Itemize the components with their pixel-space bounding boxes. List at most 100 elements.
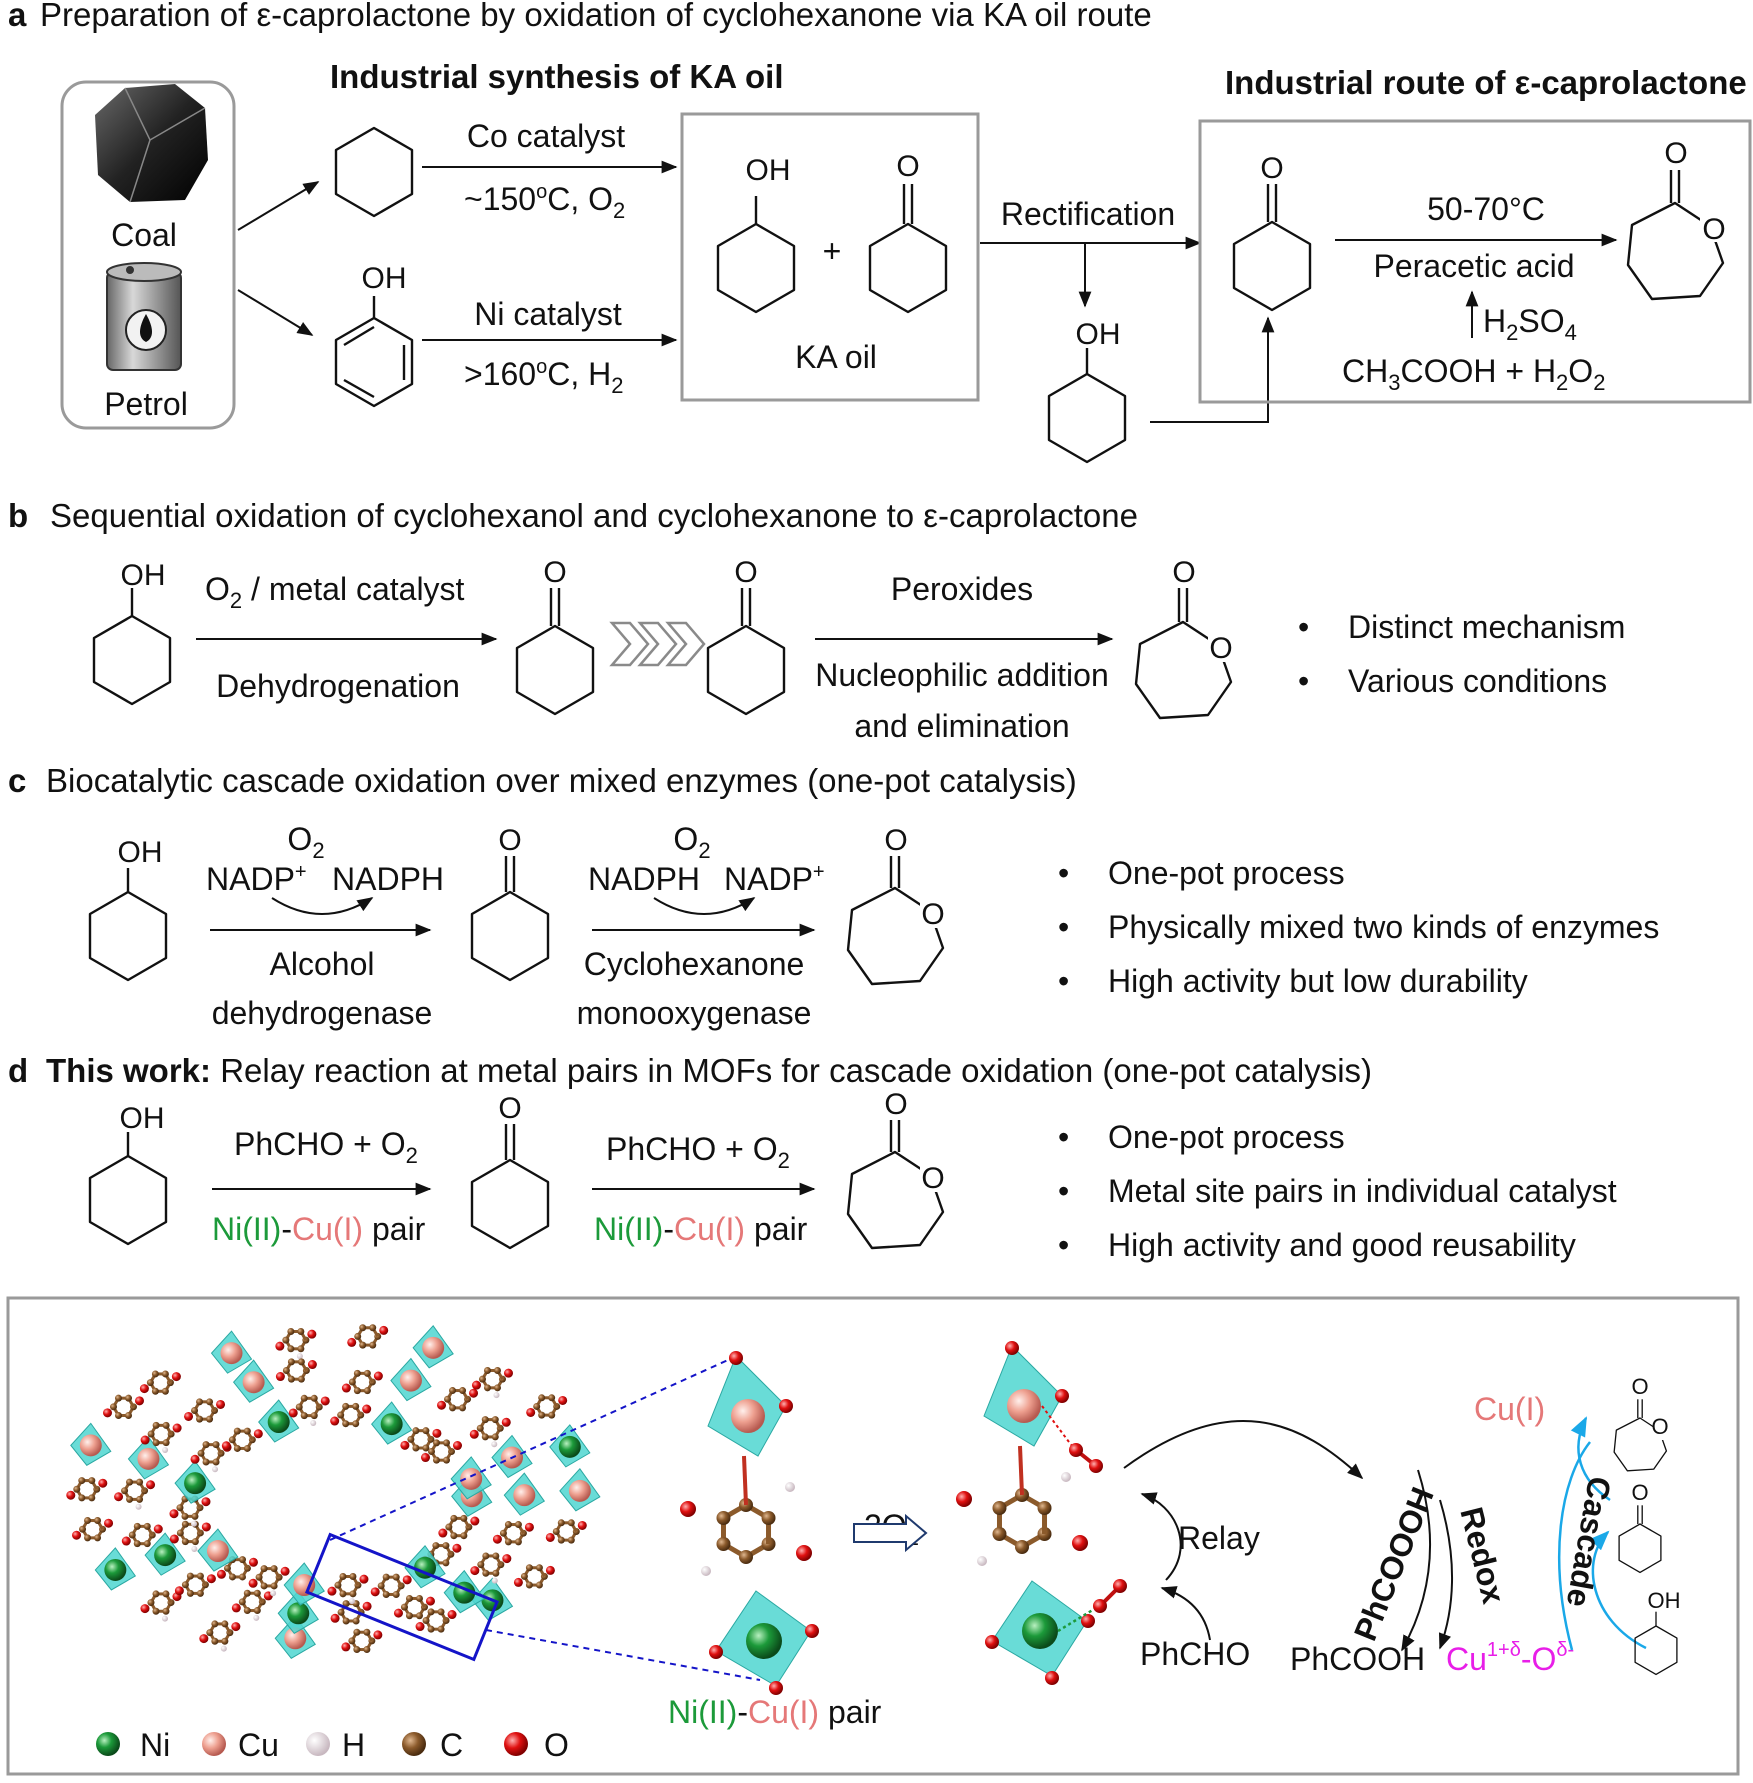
- mof-o-atom: [201, 1497, 211, 1507]
- cascade-cyclohexanone: [1618, 1505, 1662, 1574]
- mof-c-atom: [427, 1625, 435, 1633]
- mof-c-atom: [300, 1412, 308, 1420]
- mof-c-atom: [415, 1612, 423, 1620]
- mof-c-atom: [349, 1590, 357, 1598]
- b-oh: OH: [121, 559, 166, 592]
- b-step1-top: O2 / metal catalyst: [205, 571, 465, 613]
- c-lactone-o2: O: [921, 898, 944, 931]
- mof-h-atom: [491, 1577, 498, 1584]
- mof-c-atom: [79, 1525, 87, 1533]
- ni-o2-interaction: [1057, 1606, 1097, 1633]
- mof-h-atom: [296, 1353, 303, 1360]
- mof-o-atom: [184, 1411, 194, 1421]
- mof-c-atom: [478, 1375, 486, 1383]
- mof-cu-atom: [137, 1447, 160, 1470]
- mof-h-atom: [491, 1441, 498, 1448]
- mof-c-atom: [437, 1625, 445, 1633]
- mof-cu-atom: [220, 1342, 243, 1365]
- c-enzyme2-line1: Cyclohexanone: [584, 946, 805, 982]
- mof-c-atom: [206, 1629, 214, 1637]
- mof-c-atom: [186, 1572, 194, 1580]
- route-cyclohexanone: [1232, 184, 1312, 312]
- mof-framework-illustration: [66, 1324, 601, 1659]
- pair-closeup-label: Ni(II)-Cu(I) pair: [668, 1694, 882, 1730]
- mof-cu-atom: [422, 1336, 445, 1359]
- mof-cu-atom: [399, 1369, 422, 1392]
- phcoooh-label: PhCOOOH: [1347, 1482, 1441, 1645]
- mof-o-atom: [288, 1408, 298, 1418]
- mof-c-atom: [476, 1424, 484, 1432]
- d-bullet-text-2: Metal site pairs in individual catalyst: [1108, 1173, 1617, 1209]
- cascade-alcohol-oh: OH: [1648, 1588, 1681, 1613]
- ka-oil-label: KA oil: [795, 339, 877, 375]
- mof-c-atom: [196, 1398, 204, 1406]
- mof-c-atom: [491, 1433, 499, 1441]
- linker-o-atom: [1072, 1535, 1088, 1551]
- panel-d-letter: d: [8, 1052, 28, 1089]
- mof-c-atom: [181, 1520, 189, 1528]
- cascade-caprolactone: [1613, 1399, 1669, 1472]
- linker-c-atom: [1015, 1540, 1029, 1554]
- mof-o-atom: [469, 1429, 479, 1439]
- mof-c-atom: [492, 1569, 500, 1577]
- mof-o-atom: [501, 1417, 511, 1427]
- mof-c-atom: [211, 1637, 219, 1645]
- mof-o-atom: [171, 1372, 181, 1382]
- mof-c-atom: [233, 1427, 241, 1435]
- mof-cu-atom: [460, 1467, 483, 1490]
- mof-o-atom: [206, 1574, 216, 1584]
- mof-c-atom: [499, 1529, 507, 1537]
- phenol-oh: OH: [362, 262, 407, 295]
- b-cyclohexanone-2: [706, 588, 786, 716]
- c-bullet-text-2: Physically mixed two kinds of enzymes: [1108, 909, 1659, 945]
- mof-c-atom: [405, 1612, 413, 1620]
- ka-oh: OH: [746, 154, 791, 187]
- mof-c-atom: [78, 1494, 86, 1502]
- mof-o-atom: [216, 1569, 226, 1579]
- d-bullet-3: •: [1058, 1227, 1069, 1263]
- mof-cu-atom: [513, 1484, 536, 1507]
- terminal-o-atom: [729, 1351, 743, 1365]
- cascade-arrow-1: [1589, 1530, 1647, 1650]
- mof-c-atom: [297, 1327, 305, 1335]
- o2-atom: [1093, 1599, 1107, 1613]
- d-pair-2: Ni(II)-Cu(I) pair: [594, 1211, 808, 1247]
- mof-c-atom: [342, 1617, 350, 1625]
- mof-c-atom: [310, 1394, 318, 1402]
- b-cyclohexanone-1: [515, 588, 595, 716]
- mof-c-atom: [354, 1332, 362, 1340]
- linker-c-atom: [1037, 1501, 1052, 1515]
- mof-c-atom: [128, 1531, 136, 1539]
- mof-o-atom: [452, 1441, 462, 1451]
- mof-o-atom: [341, 1383, 351, 1393]
- metal-pair-closeup: [680, 1351, 819, 1695]
- mof-c-atom: [363, 1628, 371, 1636]
- linker-c-atom: [739, 1550, 753, 1564]
- mof-c-atom: [353, 1369, 361, 1377]
- c-bullet-2: •: [1058, 909, 1069, 945]
- panel-b-title: Sequential oxidation of cyclohexanol and…: [50, 497, 1138, 534]
- industrial-ka-title: Industrial synthesis of KA oil: [330, 58, 784, 95]
- cyclohexanol-structure: [716, 196, 796, 314]
- mof-c-atom: [287, 1375, 295, 1383]
- mof-c-atom: [186, 1589, 194, 1597]
- mof-c-atom: [432, 1456, 440, 1464]
- mof-c-atom: [538, 1394, 546, 1402]
- mof-c-atom: [202, 1441, 210, 1449]
- mof-c-atom: [459, 1387, 467, 1395]
- mof-c-atom: [191, 1538, 199, 1546]
- acid-peroxide-reagents: CH3COOH + H2O2: [1342, 353, 1605, 395]
- mof-h-atom: [493, 1392, 500, 1399]
- mof-c-atom: [442, 1439, 450, 1447]
- mof-c-atom: [422, 1617, 430, 1625]
- mof-c-atom: [260, 1565, 268, 1573]
- mof-o-atom: [248, 1578, 258, 1588]
- mof-c-atom: [535, 1564, 543, 1572]
- c-bullet-1: •: [1058, 855, 1069, 891]
- mof-o-atom: [330, 1613, 340, 1623]
- mof-c-atom: [525, 1581, 533, 1589]
- c-enzyme2-line2: monooxygenase: [577, 995, 812, 1031]
- mof-c-atom: [352, 1617, 360, 1625]
- mof-o-atom: [420, 1453, 430, 1463]
